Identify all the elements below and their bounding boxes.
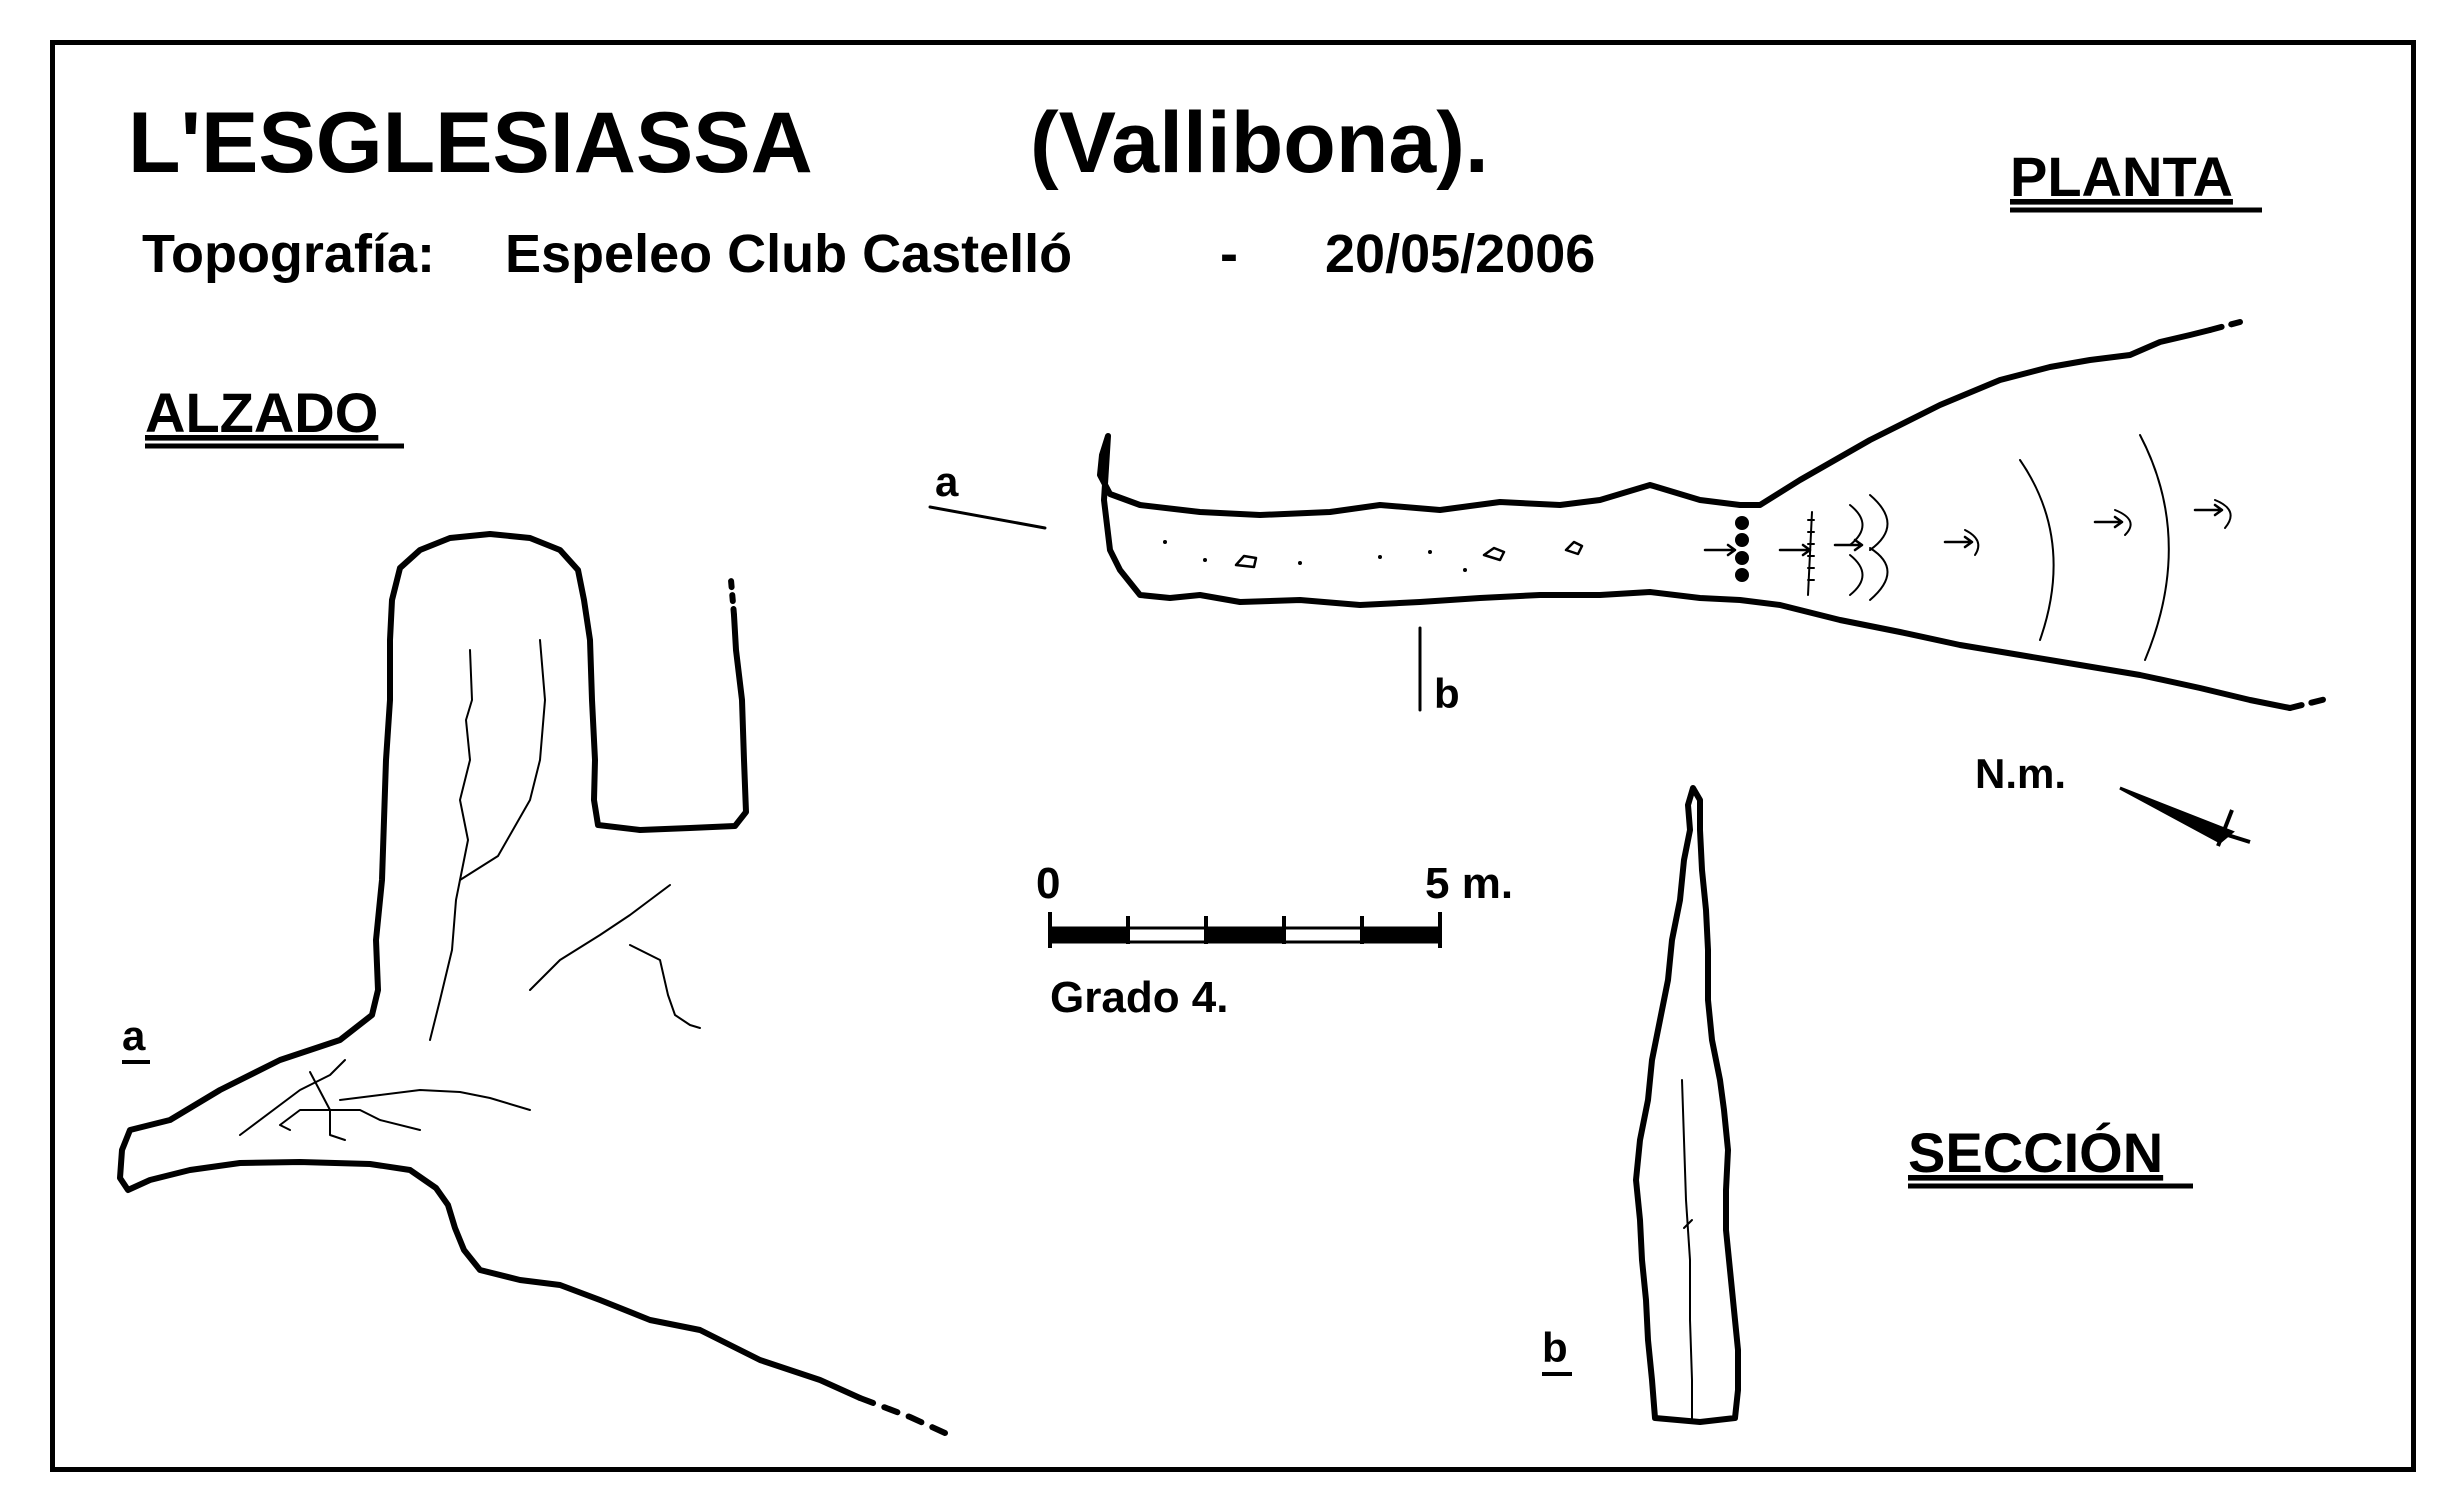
plan-dashed-lower bbox=[2287, 695, 2333, 711]
plan-slope-1 bbox=[1849, 504, 1864, 546]
north-arrow-crossbar bbox=[2216, 809, 2234, 847]
survey-grade: Grado 4. bbox=[1050, 973, 1229, 1022]
section-mark-b: b bbox=[1542, 1324, 1568, 1371]
plan-speck-2 bbox=[1203, 558, 1207, 562]
section-crack bbox=[1681, 1079, 1693, 1421]
cave-title: L'ESGLESIASSA bbox=[128, 95, 813, 191]
plan-block-1 bbox=[1234, 554, 1258, 569]
plan-dot-4 bbox=[1735, 568, 1749, 582]
elevation-crack-4 bbox=[629, 944, 701, 1029]
scale-seg-5 bbox=[1360, 926, 1442, 944]
cave-location: (Vallibona). bbox=[1030, 95, 1489, 191]
elevation-crack-8 bbox=[339, 1089, 531, 1111]
elevation-dashed-exit bbox=[857, 1395, 948, 1436]
plan-dashed-upper bbox=[2207, 319, 2243, 333]
plan-slope-8 bbox=[2139, 434, 2170, 661]
north-arrow-icon bbox=[2119, 786, 2235, 844]
elevation-mark-a: a bbox=[122, 1012, 146, 1059]
section-crack-2 bbox=[1683, 1219, 1693, 1229]
plan-mark-a: a bbox=[935, 458, 959, 505]
north-label: N.m. bbox=[1975, 750, 2066, 797]
plan-slope-6 bbox=[2019, 459, 2055, 641]
elevation-outline bbox=[117, 531, 863, 1401]
plan-slope-5 bbox=[1964, 529, 1980, 556]
plan-cut-a bbox=[928, 505, 1047, 530]
section-heading: SECCIÓN bbox=[1908, 1121, 2163, 1184]
elevation-profile bbox=[117, 531, 948, 1436]
survey-separator: - bbox=[1220, 224, 1238, 284]
elevation-crack-7 bbox=[279, 1109, 421, 1131]
survey-label: Topografía: bbox=[142, 224, 435, 284]
cross-section bbox=[1633, 785, 1741, 1425]
scale-seg-1 bbox=[1048, 926, 1130, 944]
plan-dot-2 bbox=[1735, 533, 1749, 547]
plan-speck-1 bbox=[1163, 540, 1167, 544]
plan-speck-4 bbox=[1378, 555, 1382, 559]
elevation-crack-6 bbox=[309, 1071, 346, 1141]
plan-arrow-6 bbox=[2193, 503, 2224, 517]
elevation-crack-3 bbox=[529, 884, 671, 991]
section-outline bbox=[1633, 785, 1741, 1425]
plan-slope-7 bbox=[2114, 509, 2132, 536]
scale-seg-3 bbox=[1204, 926, 1286, 944]
plan-outline bbox=[1097, 327, 2293, 711]
plan-slope-3 bbox=[1849, 554, 1864, 596]
plan-view bbox=[928, 319, 2333, 712]
plan-dots bbox=[1163, 516, 1749, 582]
plan-arrow-1 bbox=[1703, 543, 1737, 557]
scale-seg-2 bbox=[1126, 926, 1208, 944]
elevation-dashed-top bbox=[728, 577, 737, 618]
plan-heading: PLANTA bbox=[2010, 145, 2233, 208]
elevation-crack-1 bbox=[429, 649, 473, 1041]
north-arrow-tail bbox=[2217, 830, 2251, 844]
plan-slope-2 bbox=[1869, 494, 1889, 551]
plan-speck-6 bbox=[1463, 568, 1467, 572]
plan-mark-b: b bbox=[1434, 670, 1460, 717]
plan-slope-4 bbox=[1869, 547, 1889, 601]
plan-dot-3 bbox=[1735, 551, 1749, 565]
north-arrow: N.m. bbox=[1975, 750, 2251, 847]
scale-start-label: 0 bbox=[1036, 859, 1060, 908]
scale-end-label: 5 m. bbox=[1425, 859, 1513, 908]
plan-speck-3 bbox=[1298, 561, 1302, 565]
elevation-heading: ALZADO bbox=[145, 381, 378, 444]
scale-bar: 0 5 m. Grado 4. bbox=[1036, 859, 1513, 1022]
survey-author: Espeleo Club Castelló bbox=[505, 224, 1072, 284]
scale-ticks bbox=[1048, 912, 1442, 948]
plan-arrow-2 bbox=[1778, 543, 1812, 557]
plan-step-hatch bbox=[1807, 511, 1815, 596]
elevation-crack-2 bbox=[459, 639, 546, 881]
plan-dot-1 bbox=[1735, 516, 1749, 530]
map-frame bbox=[50, 40, 2416, 1472]
plan-arrow-3 bbox=[1833, 538, 1864, 552]
plan-block-3 bbox=[1564, 540, 1584, 556]
plan-slope-9 bbox=[2214, 499, 2232, 529]
plan-arrow-5 bbox=[2093, 515, 2124, 529]
scale-seg-4 bbox=[1282, 926, 1364, 944]
survey-date: 20/05/2006 bbox=[1325, 224, 1595, 284]
plan-arrow-4 bbox=[1943, 535, 1974, 549]
plan-block-2 bbox=[1482, 546, 1506, 562]
plan-speck-5 bbox=[1428, 550, 1432, 554]
